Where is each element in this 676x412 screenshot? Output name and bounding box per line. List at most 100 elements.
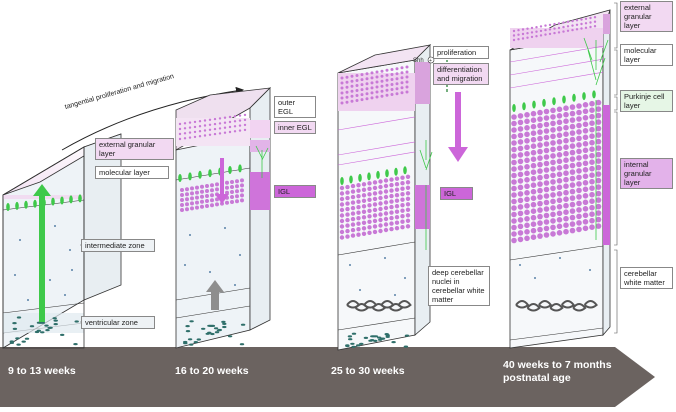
cell-dot	[550, 153, 556, 159]
cell-dot	[400, 192, 405, 197]
cell-dot	[569, 110, 576, 117]
cell-dot	[589, 217, 595, 224]
cell-dot	[543, 167, 550, 173]
cell-dot	[517, 165, 524, 171]
cell-dot	[550, 185, 556, 192]
cell-dot	[524, 170, 530, 177]
purkinje-cell	[198, 170, 202, 179]
cell-dot	[339, 191, 345, 196]
cell-dot	[367, 192, 372, 197]
cell-dot	[361, 193, 367, 198]
cell-dot	[511, 146, 517, 153]
cell-dot	[185, 197, 189, 202]
cell-dot	[589, 191, 595, 198]
cell-dot	[372, 202, 378, 207]
cell-dot	[569, 169, 576, 175]
cell-dot	[517, 158, 524, 165]
cell-dot	[566, 25, 570, 28]
cell-dot	[589, 146, 595, 152]
cell-dot	[576, 226, 582, 233]
cell-dot	[535, 30, 538, 33]
cell-dot	[190, 196, 194, 201]
vz-cell	[53, 319, 58, 322]
cell-dot	[544, 33, 547, 36]
cell-dot	[517, 236, 524, 243]
cell-dot	[405, 180, 411, 185]
cell-dot	[521, 28, 525, 31]
cell-dot	[405, 207, 411, 212]
cell-dot	[550, 205, 556, 211]
cell-dot	[190, 201, 194, 206]
cell-dot	[178, 122, 182, 126]
cell-dot	[240, 193, 244, 198]
cell-dot	[563, 118, 569, 124]
cell-dot	[511, 114, 517, 120]
cell-dot	[524, 164, 530, 170]
cell-dot	[405, 202, 411, 207]
cell-dot	[339, 202, 345, 207]
cell-dot	[405, 85, 409, 89]
cell-dot	[209, 271, 211, 273]
cell-dot	[178, 132, 182, 136]
cell-dot	[183, 137, 187, 140]
cell-dot	[562, 21, 565, 24]
cell-dot	[340, 86, 344, 90]
white-matter-dots-3	[349, 257, 406, 296]
cell-dot	[178, 137, 182, 141]
cell-dot	[589, 139, 595, 146]
cell-dot	[550, 198, 556, 205]
vz-cell	[201, 327, 206, 330]
deep-nuclei-3	[346, 300, 412, 312]
vz-cell	[16, 343, 21, 346]
purkinje-cell	[376, 170, 380, 179]
cell-dot	[556, 158, 563, 165]
cell-dot	[569, 143, 576, 149]
cell-dot	[537, 233, 543, 239]
deep-nuclei-4	[515, 300, 598, 312]
cell-dot	[517, 178, 524, 184]
igl-dots-block-4	[511, 99, 602, 244]
cell-dot	[389, 199, 394, 204]
cell-dot	[375, 70, 379, 74]
cell-dot	[405, 65, 409, 69]
vz-cell	[385, 335, 390, 338]
label-external-granular-layer-adult: external granular layer	[620, 1, 673, 32]
vz-cell	[44, 324, 49, 327]
cell-dot	[350, 99, 354, 103]
cell-dot	[389, 215, 394, 221]
cell-dot	[361, 182, 367, 187]
vz-cell	[371, 335, 377, 338]
cell-dot	[517, 139, 524, 145]
purkinje-cell	[228, 166, 232, 174]
cell-dot	[517, 184, 524, 191]
cell-dot	[569, 195, 576, 201]
cell-dot	[189, 234, 191, 236]
cell-dot	[550, 146, 556, 153]
cell-dot	[383, 227, 389, 233]
cell-dot	[548, 28, 552, 31]
igl-dots-block-3	[339, 174, 411, 240]
cell-dot	[556, 145, 563, 152]
cell-dot	[205, 189, 209, 193]
cell-dot	[218, 127, 222, 130]
cell-dot	[375, 95, 379, 99]
cell-dot	[375, 90, 379, 94]
cell-dot	[576, 135, 582, 142]
block-25-30-weeks: +	[337, 44, 468, 351]
cell-dot	[550, 114, 556, 120]
vz-cell	[185, 325, 190, 328]
cell-dot	[569, 123, 576, 130]
cell-dot	[521, 37, 525, 40]
vz-cell	[214, 331, 220, 334]
cell-dot	[556, 132, 563, 139]
cell-dot	[556, 178, 563, 184]
cell-dot	[356, 199, 361, 204]
vz-cell	[12, 322, 17, 325]
cell-dot	[213, 117, 217, 121]
cell-dot	[569, 162, 576, 169]
cell-dot	[389, 182, 394, 188]
cell-dot	[405, 218, 411, 223]
label-molecular-layer-adult: molecular layer	[620, 44, 673, 66]
cell-dot	[530, 188, 537, 195]
